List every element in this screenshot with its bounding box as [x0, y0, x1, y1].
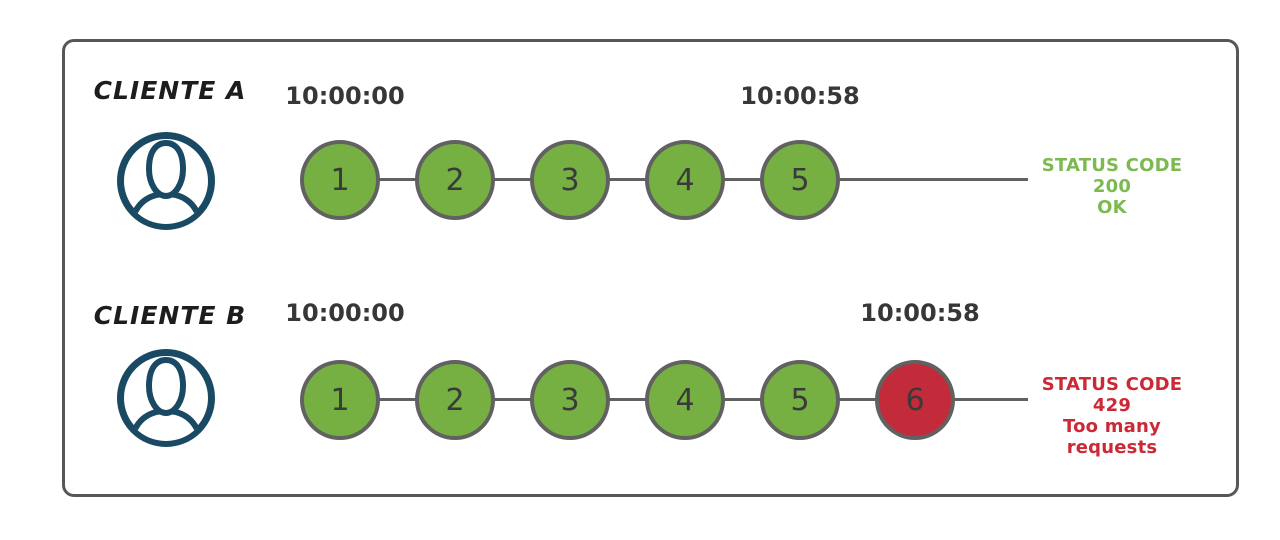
status-a: STATUS CODE 200 OK [1024, 155, 1200, 218]
timestamp-b-start: 10:00:00 [285, 299, 405, 327]
status-b-code: STATUS CODE 429 [1041, 374, 1183, 416]
request-circle-3-ok: 3 [530, 140, 610, 220]
request-circle-4-ok: 4 [645, 360, 725, 440]
request-circle-5-ok: 5 [760, 360, 840, 440]
request-circle-6-blocked: 6 [875, 360, 955, 440]
status-a-message: OK [1097, 197, 1127, 218]
client-b-label: CLIENTE B [93, 301, 247, 330]
timestamp-b-end: 10:00:58 [860, 299, 980, 327]
status-b: STATUS CODE 429 Too many requests [1024, 374, 1200, 458]
request-circle-3-ok: 3 [530, 360, 610, 440]
request-circle-2-ok: 2 [415, 140, 495, 220]
request-circle-2-ok: 2 [415, 360, 495, 440]
timestamp-a-end: 10:00:58 [740, 82, 860, 110]
status-b-message: Too many requests [1063, 416, 1161, 458]
request-circle-4-ok: 4 [645, 140, 725, 220]
user-icon [117, 132, 215, 230]
user-icon [117, 349, 215, 447]
request-circle-1-ok: 1 [300, 140, 380, 220]
client-a-label: CLIENTE A [93, 76, 247, 105]
request-circle-1-ok: 1 [300, 360, 380, 440]
status-a-code: STATUS CODE 200 [1041, 155, 1183, 197]
request-circle-5-ok: 5 [760, 140, 840, 220]
timestamp-a-start: 10:00:00 [285, 82, 405, 110]
